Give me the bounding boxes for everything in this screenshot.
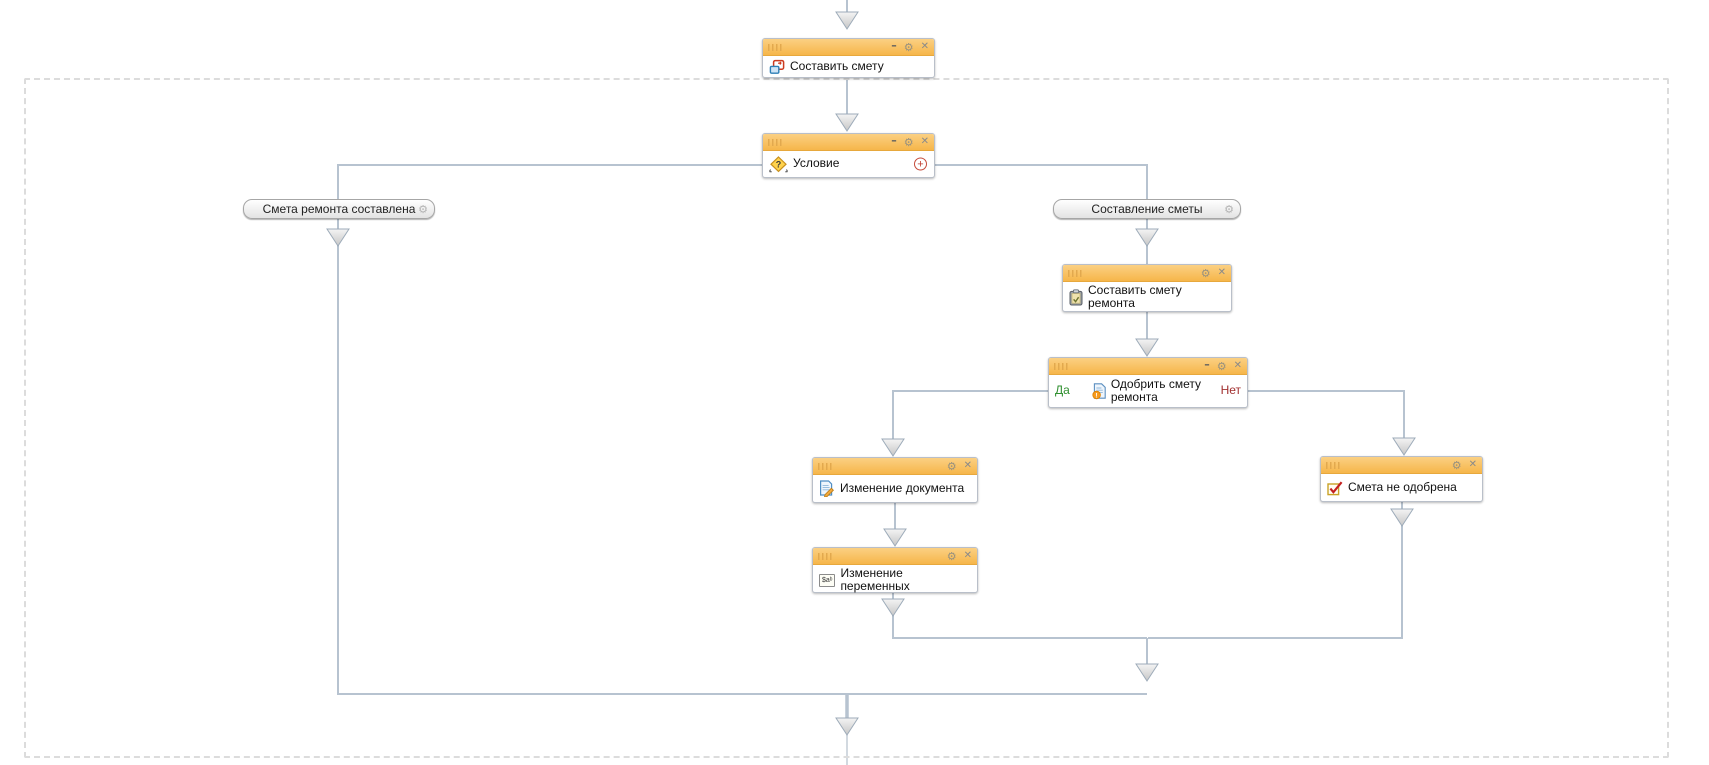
transition-label-right[interactable]: Составление сметы ⚙	[1053, 199, 1241, 219]
gear-icon[interactable]: ⚙	[903, 135, 914, 149]
node-title: Смета не одобрена	[1348, 479, 1457, 494]
gear-icon[interactable]: ⚙	[418, 202, 428, 216]
node-condition[interactable]: – ⚙ ✕ ? Условие +	[762, 133, 935, 178]
node-body: Смета не одобрена	[1321, 474, 1482, 501]
task-clipboard-icon	[1069, 289, 1083, 306]
node-title: Условие	[793, 156, 840, 171]
node-body: Изменение документа	[813, 475, 977, 502]
minimize-icon[interactable]: –	[1204, 357, 1210, 371]
arrow-down-icon	[881, 438, 905, 457]
gear-icon[interactable]: ⚙	[1200, 266, 1211, 280]
edit-document-icon	[819, 480, 835, 497]
node-body: ? Условие +	[763, 151, 934, 177]
question-mark: ?	[776, 159, 782, 169]
variables-icon: $aᵇ	[819, 573, 836, 587]
node-title: Изменение документа	[840, 480, 965, 495]
drag-grip-icon[interactable]	[818, 552, 832, 560]
node-make-repair-estimate[interactable]: ⚙ ✕ Составить смету ремонта	[1062, 264, 1232, 312]
arrow-down-icon	[835, 11, 859, 30]
drag-grip-icon[interactable]	[1068, 269, 1082, 277]
node-change-document[interactable]: ⚙ ✕ Изменение документа	[812, 457, 978, 503]
close-icon[interactable]: ✕	[1233, 360, 1242, 371]
node-header[interactable]: – ⚙ ✕	[1049, 358, 1247, 375]
gear-icon[interactable]: ⚙	[1216, 359, 1227, 373]
close-icon[interactable]: ✕	[1468, 459, 1477, 470]
alert-mark: !	[1095, 392, 1097, 399]
subprocess-boundary	[24, 78, 1669, 758]
arrow-down-icon	[1392, 437, 1416, 456]
checkbox-checked-icon	[1327, 480, 1343, 496]
yes-branch-label: Да	[1055, 383, 1070, 398]
arrow-down-icon	[1135, 338, 1159, 357]
gear-icon[interactable]: ⚙	[1224, 202, 1234, 216]
connector-lines	[337, 0, 1405, 695]
gear-icon[interactable]: ⚙	[946, 459, 957, 473]
arrow-down-icon	[881, 598, 905, 617]
node-header[interactable]: – ⚙ ✕	[763, 134, 934, 151]
arrow-down-icon	[883, 528, 907, 547]
transition-label-text: Смета ремонта составлена	[262, 202, 416, 216]
gear-icon[interactable]: ⚙	[903, 40, 914, 54]
node-header[interactable]: ⚙ ✕	[1063, 265, 1231, 282]
arrow-down-icon	[1390, 508, 1414, 527]
transition-label-text: Составление сметы	[1091, 202, 1203, 216]
node-approve-repair-estimate[interactable]: – ⚙ ✕ Да ! Одобрить смету ремонта Нет	[1048, 357, 1248, 408]
arrowheads	[326, 11, 1416, 736]
drag-grip-icon[interactable]	[768, 138, 782, 146]
node-title: Составить смету	[790, 58, 884, 73]
drag-grip-icon[interactable]	[818, 462, 832, 470]
close-icon[interactable]: ✕	[920, 136, 929, 147]
process-copy-icon	[769, 59, 785, 75]
node-header[interactable]: – ⚙ ✕	[763, 39, 934, 56]
arrow-down-icon	[835, 113, 859, 132]
arrow-down-icon	[1135, 228, 1159, 247]
node-body: Составить смету	[763, 56, 934, 77]
close-icon[interactable]: ✕	[920, 41, 929, 52]
close-icon[interactable]: ✕	[963, 550, 972, 561]
node-body: Составить смету ремонта	[1063, 282, 1231, 313]
approve-document-icon: !	[1092, 382, 1107, 400]
drag-grip-icon[interactable]	[768, 43, 782, 51]
node-header[interactable]: ⚙ ✕	[813, 548, 977, 565]
drag-grip-icon[interactable]	[1326, 461, 1340, 469]
node-title: Изменение переменных	[840, 566, 910, 594]
node-body: $aᵇ Изменение переменных	[813, 565, 977, 596]
arrow-down-icon	[326, 228, 350, 247]
minimize-icon[interactable]: –	[891, 38, 897, 52]
add-branch-button[interactable]: +	[914, 157, 927, 171]
node-make-estimate[interactable]: – ⚙ ✕ Составить смету	[762, 38, 935, 78]
condition-diamond-icon: ?	[769, 155, 788, 173]
node-estimate-not-approved[interactable]: ⚙ ✕ Смета не одобрена	[1320, 456, 1483, 502]
gear-icon[interactable]: ⚙	[1451, 458, 1462, 472]
arrow-down-icon	[1135, 663, 1159, 682]
node-change-variables[interactable]: ⚙ ✕ $aᵇ Изменение переменных	[812, 547, 978, 593]
minimize-icon[interactable]: –	[891, 133, 897, 147]
node-title: Одобрить смету ремонта	[1110, 376, 1202, 404]
variables-glyph: $aᵇ	[819, 573, 836, 587]
transition-label-left[interactable]: Смета ремонта составлена ⚙	[243, 199, 435, 219]
close-icon[interactable]: ✕	[963, 460, 972, 471]
arrow-down-icon	[835, 717, 859, 736]
no-branch-label: Нет	[1220, 383, 1241, 398]
gear-icon[interactable]: ⚙	[946, 549, 957, 563]
node-body: Да ! Одобрить смету ремонта Нет	[1049, 375, 1247, 407]
drag-grip-icon[interactable]	[1054, 362, 1068, 370]
node-header[interactable]: ⚙ ✕	[1321, 457, 1482, 474]
node-title: Составить смету ремонта	[1088, 283, 1182, 311]
node-header[interactable]: ⚙ ✕	[813, 458, 977, 475]
close-icon[interactable]: ✕	[1217, 267, 1226, 278]
